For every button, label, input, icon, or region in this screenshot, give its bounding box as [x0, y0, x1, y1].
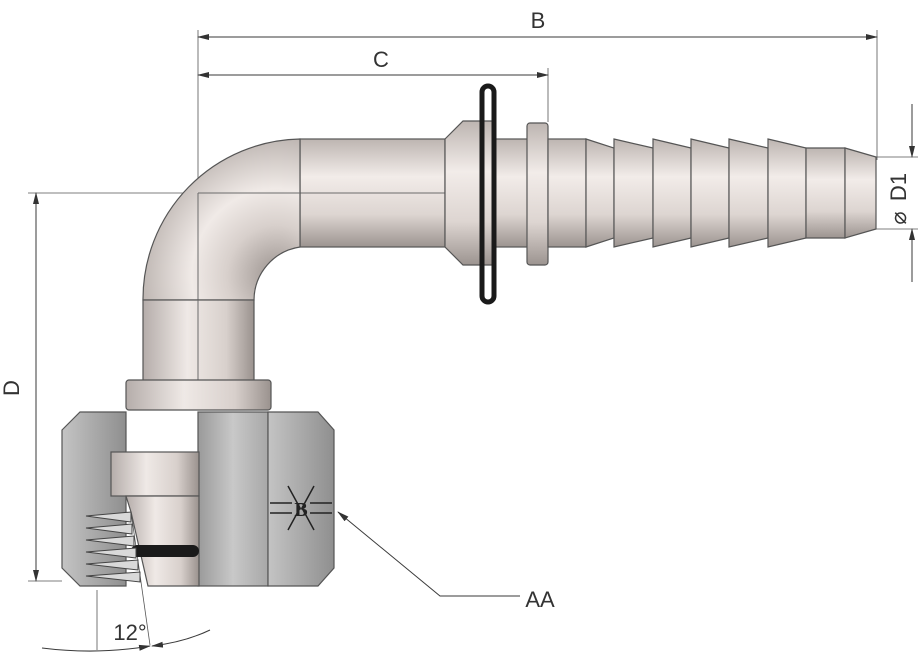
inner-o-ring — [131, 545, 199, 557]
diameter-symbol: ⌀ — [886, 211, 911, 224]
dimension-b-label: B — [531, 8, 546, 33]
tail-chamfer — [844, 147, 877, 239]
dimension-c-label: C — [373, 47, 389, 72]
angle-label: 12° — [113, 620, 146, 645]
internal-threads — [85, 511, 141, 583]
angle-arc-left — [41, 644, 151, 652]
tail-tip — [805, 147, 846, 239]
nut-face-right — [267, 411, 335, 587]
o-ring — [479, 83, 497, 305]
callout-aa-label: AA — [525, 587, 555, 612]
nut-section-left — [61, 411, 127, 587]
retaining-collar — [526, 122, 549, 266]
barb-3 — [652, 138, 692, 248]
elbow-bend — [142, 138, 301, 301]
dimension-d-label: D — [0, 380, 24, 396]
logo-letter: B — [294, 499, 307, 521]
angle-arc-right — [151, 629, 211, 648]
barb-5 — [728, 138, 769, 248]
nut-face-left — [197, 411, 269, 587]
barb-1 — [585, 138, 615, 248]
swivel-nut: B — [61, 411, 335, 587]
fitting-body — [125, 83, 877, 411]
barb-6 — [767, 138, 807, 248]
dimension-d1-label: D1 — [886, 173, 911, 201]
cone-seat — [125, 495, 200, 587]
tail-base — [547, 138, 587, 248]
barb-2 — [613, 138, 654, 248]
sleeve — [493, 138, 529, 248]
nut-inner-stem — [110, 451, 200, 497]
shoulder-flange — [444, 120, 495, 266]
nut-collar — [125, 379, 272, 411]
callout-aa-leader — [337, 511, 520, 597]
brand-logo: B — [270, 485, 332, 531]
dimension-d1-label-group: ⌀ D1 — [886, 173, 911, 225]
barb-4 — [690, 138, 730, 248]
